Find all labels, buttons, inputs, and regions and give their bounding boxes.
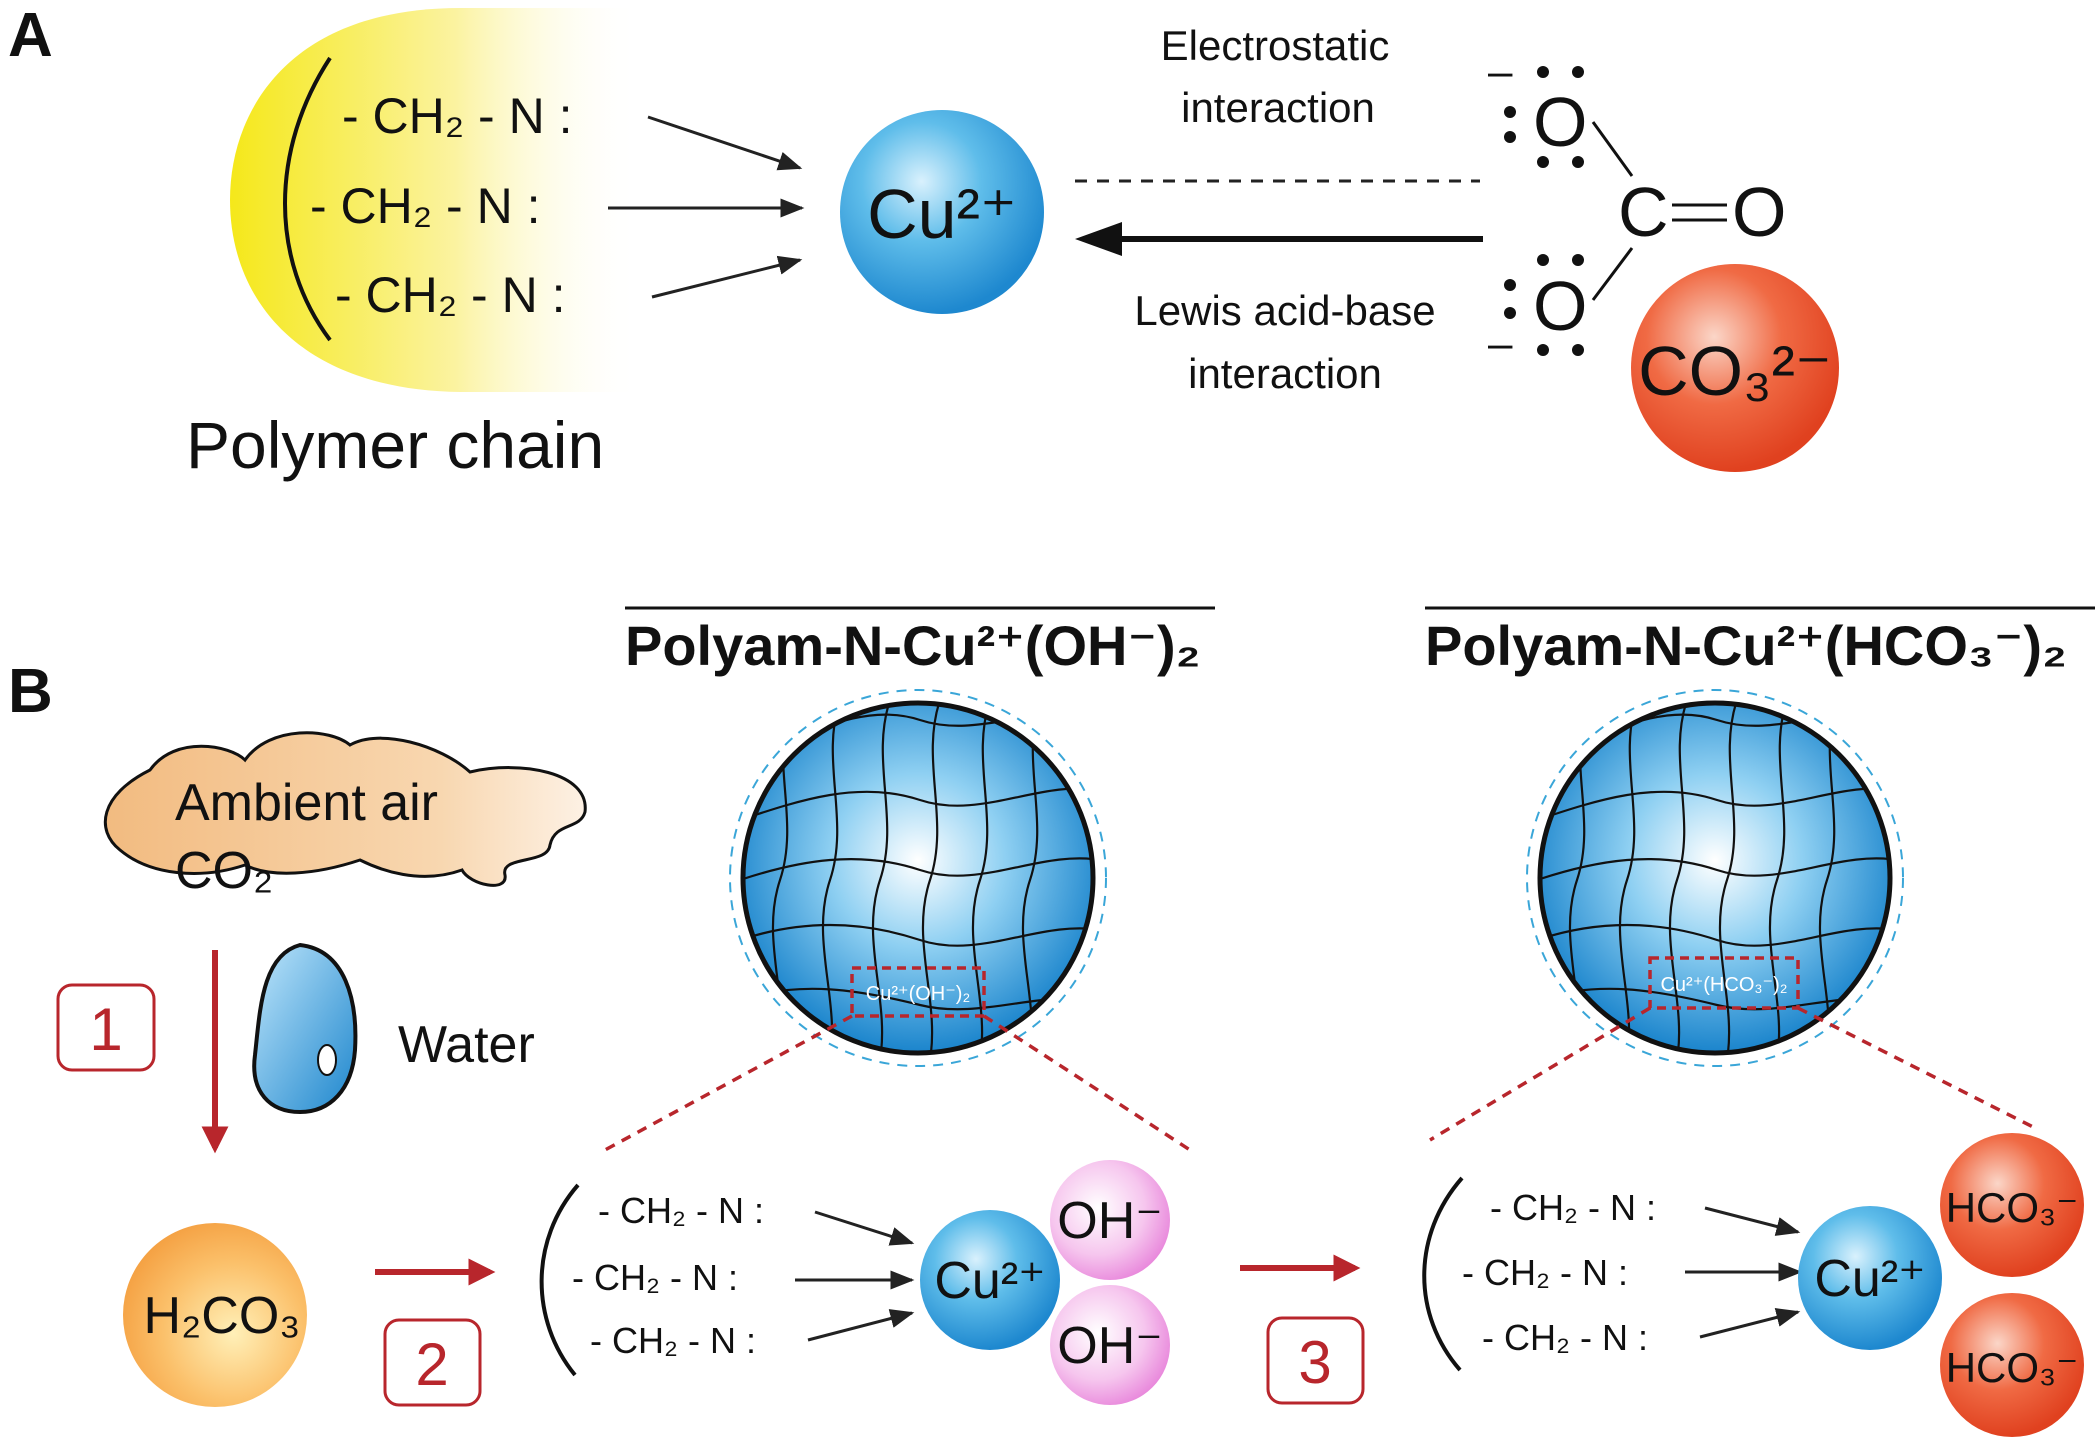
particle-1-sphere [743, 703, 1093, 1053]
particle-1-title: Polyam-N-Cu²⁺(OH⁻)₂ [625, 614, 1201, 677]
lone-pair-dot [1504, 131, 1516, 143]
step-2-box [383, 1318, 482, 1407]
step-3-number: 3 [1298, 1329, 1331, 1396]
zoom-line-1-right [983, 1014, 1191, 1152]
lone-pair-dot [1572, 156, 1584, 168]
step-2-number: 2 [415, 1331, 448, 1398]
hydroxide-ion-1 [1050, 1160, 1170, 1280]
polymer-chain-bracket [283, 56, 332, 342]
chain-a-group-2: - CH₂ - N : [310, 178, 541, 234]
bicarbonate-ion-2 [1940, 1293, 2084, 1437]
particle-2-title: Polyam-N-Cu²⁺(HCO₃⁻)₂ [1425, 614, 2067, 677]
particle-1-outline [740, 700, 1096, 1056]
chain-b2-group-3: - CH₂ - N : [1482, 1317, 1648, 1358]
lewis-label-line-2: interaction [1188, 350, 1382, 397]
step-3-box [1266, 1316, 1365, 1405]
chain-b2-group-2: - CH₂ - N : [1462, 1252, 1628, 1293]
carbonic-acid-sphere [123, 1223, 307, 1407]
zoom-line-1-left [604, 1014, 853, 1152]
particle-2-box-label: Cu²⁺(HCO₃⁻)₂ [1660, 974, 1787, 996]
cu-ion-b2 [1798, 1206, 1942, 1350]
chain-a-group-1: - CH₂ - N : [342, 88, 573, 144]
water-label: Water [398, 1016, 535, 1074]
arrow-b1-3 [807, 1309, 915, 1342]
electrostatic-label-line-2: interaction [1181, 84, 1375, 131]
hydroxide-label-1: OH⁻ [1057, 1192, 1162, 1250]
water-drop-icon [252, 942, 358, 1115]
oxygen-double: O [1732, 173, 1786, 251]
oxygen-top: O [1533, 83, 1587, 161]
lone-pair-dot [1504, 307, 1516, 319]
ambient-air-cloud [103, 731, 587, 887]
particle-2-outline [1537, 700, 1893, 1056]
hydroxide-label-2: OH⁻ [1057, 1317, 1162, 1375]
polymer-chain-blob [230, 8, 640, 392]
lewis-label-line-1: Lewis acid-base [1134, 287, 1435, 334]
cu-ion-b2-label: Cu²⁺ [1814, 1250, 1925, 1308]
cloud-label-line-2: CO₂ [175, 842, 273, 900]
cu-ion-a-label: Cu²⁺ [867, 175, 1017, 253]
lone-pair-dot [1572, 254, 1584, 266]
particle-1-zoom-box [850, 966, 986, 1018]
cloud-label-line-1: Ambient air [175, 774, 438, 832]
particle-1-halo [729, 689, 1107, 1067]
chain-b1-group-2: - CH₂ - N : [572, 1257, 738, 1298]
minus-sign-bottom: – [1488, 319, 1513, 368]
lone-pair-dot [1504, 106, 1516, 118]
particle-1-box-label: Cu²⁺(OH⁻)₂ [866, 983, 970, 1005]
chain-b2-group-1: - CH₂ - N : [1490, 1187, 1656, 1228]
carbonate-ion-label: CO₃²⁻ [1638, 332, 1832, 410]
particle-2-zoom-box [1648, 956, 1800, 1010]
carbon-atom: C [1618, 173, 1669, 251]
cu-ion-a [840, 110, 1044, 314]
chain-a-group-3: - CH₂ - N : [335, 267, 566, 323]
minus-sign-top: – [1488, 47, 1513, 96]
carbonic-acid-label: H₂CO₃ [144, 1287, 301, 1345]
lone-pair-dot [1537, 66, 1549, 78]
arrow-b2-1 [1704, 1206, 1801, 1236]
arrow-a-3 [651, 255, 803, 299]
arrow-b2-3 [1699, 1308, 1801, 1339]
electrostatic-label-line-1: Electrostatic [1161, 22, 1390, 69]
bicarbonate-label-1: HCO₃⁻ [1946, 1184, 2079, 1231]
chain-b2-bracket [1422, 1176, 1464, 1372]
zoom-line-2-left [1429, 1006, 1651, 1142]
panel-b-label: B [8, 657, 53, 726]
lone-pair-dot [1537, 254, 1549, 266]
arrow-b1-1 [814, 1210, 915, 1246]
bicarbonate-label-2: HCO₃⁻ [1946, 1344, 2079, 1391]
bicarbonate-ion-1 [1940, 1133, 2084, 1277]
chain-b1-group-1: - CH₂ - N : [598, 1190, 764, 1231]
lone-pair-dot [1537, 344, 1549, 356]
hydroxide-ion-2 [1050, 1285, 1170, 1405]
carbonate-ion [1631, 264, 1839, 472]
polymer-chain-caption: Polymer chain [186, 408, 604, 482]
step-1-number: 1 [89, 996, 122, 1063]
cu-ion-b1 [920, 1210, 1060, 1350]
particle-2-sphere [1540, 703, 1890, 1053]
lone-pair-dot [1537, 156, 1549, 168]
lewis-arrowhead [1075, 222, 1122, 256]
carbonate-structure: – O C O O – [1488, 47, 1786, 368]
zoom-line-2-right [1797, 1006, 2036, 1130]
step-1-box [56, 983, 156, 1072]
lone-pair-dot [1572, 344, 1584, 356]
lone-pair-dot [1572, 66, 1584, 78]
bond-c-o-top [1591, 121, 1634, 177]
oxygen-bottom: O [1533, 267, 1587, 345]
bond-c-o-bottom [1591, 247, 1634, 301]
cu-ion-b1-label: Cu²⁺ [934, 1252, 1045, 1310]
water-drop-highlight [317, 1044, 337, 1076]
particle-2-halo [1526, 689, 1904, 1067]
panel-a-label: A [8, 1, 53, 70]
lone-pair-dot [1504, 279, 1516, 291]
chain-b1-bracket [539, 1183, 580, 1377]
arrow-a-1 [647, 115, 803, 171]
chain-b1-group-3: - CH₂ - N : [590, 1320, 756, 1361]
